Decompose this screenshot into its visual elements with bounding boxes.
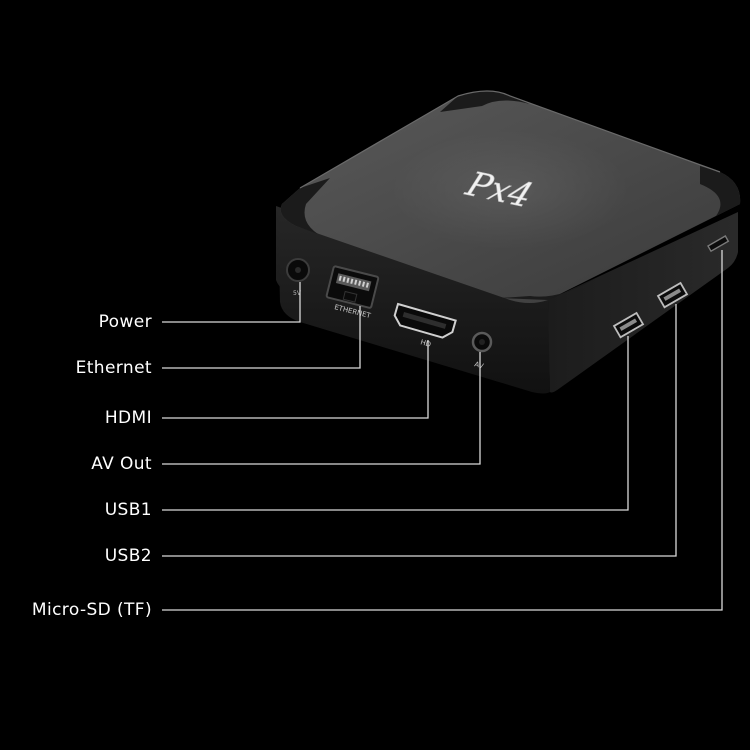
corner-cap-left — [280, 178, 330, 234]
micro-sd-slot — [707, 235, 730, 253]
callout-label-ethernet: Ethernet — [75, 358, 152, 378]
callout-label-usb1: USB1 — [104, 500, 152, 520]
callout-label-hdmi: HDMI — [104, 408, 152, 428]
power-port-mark: 5V — [293, 290, 302, 297]
callout-label-micro-sd: Micro-SD (TF) — [31, 600, 152, 620]
callout-label-av-out: AV Out — [91, 454, 152, 474]
callout-label-usb2: USB2 — [104, 546, 152, 566]
corner-cap-right — [700, 166, 741, 216]
corner-cap-back — [440, 91, 530, 112]
callout-label-power: Power — [98, 312, 152, 332]
